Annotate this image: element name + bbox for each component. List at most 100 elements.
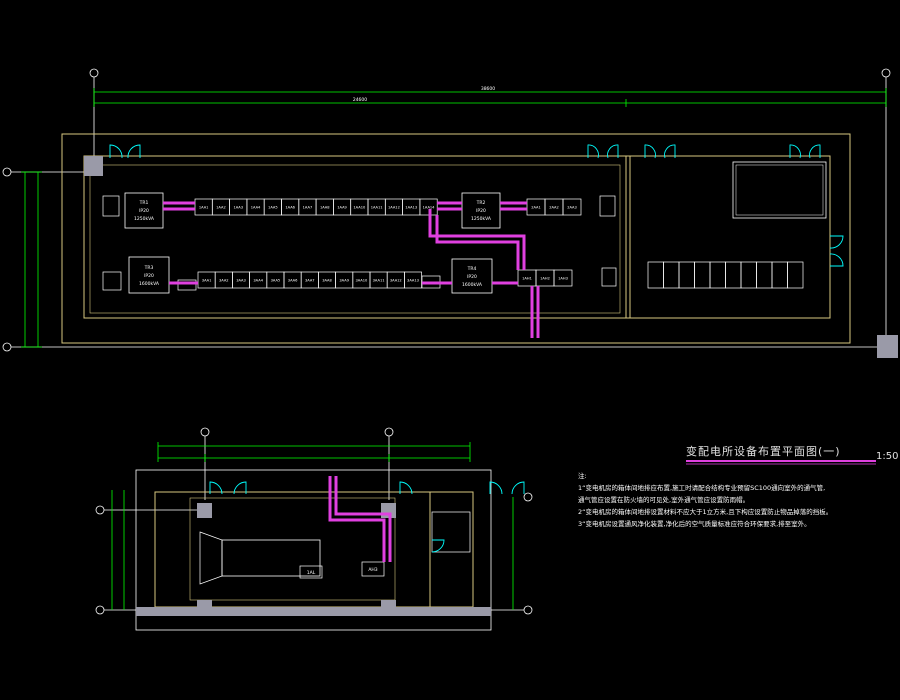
switchgear-panel-label: 3AA12 <box>390 279 402 283</box>
switchgear-panel-label: 3AA4 <box>253 279 263 283</box>
switchgear-panel-label: 3AA10 <box>355 279 368 283</box>
drawing-title: 变配电所设备布置平面图(一) <box>686 445 841 458</box>
cable-trench <box>89 164 621 314</box>
title-underline <box>686 460 876 465</box>
switchgear-panel <box>725 261 742 289</box>
switchgear-panel-label: 1AA7 <box>303 206 313 210</box>
switchgear-panel-label: 1AA8 <box>320 206 330 210</box>
switchgear-panel <box>678 261 695 289</box>
switchgear-panel-label: 1AA4 <box>251 206 261 210</box>
switchgear-row-upper-right: 2AA1 2AA2 2AA3 <box>526 198 582 216</box>
panel-ah3 <box>361 561 385 577</box>
axis-markers-top <box>89 68 891 335</box>
inner-wall <box>83 155 831 319</box>
column <box>197 600 212 614</box>
transformer-ip: IP20 <box>144 273 154 279</box>
busway <box>163 201 540 338</box>
note-item: 通气管应设置在防火墙的可见处,室外通气管应设置防雨帽。 <box>578 496 750 504</box>
column <box>84 156 103 176</box>
stair-room <box>431 511 471 553</box>
busway-2 <box>328 476 392 562</box>
overall-dimension: 38600 <box>481 86 495 92</box>
transformer-tr1: TR1 IP20 1250kVA <box>124 192 164 229</box>
switchgear-row-right-room <box>647 261 804 289</box>
sub-dimension: 24600 <box>353 97 367 103</box>
door <box>209 481 525 553</box>
switchgear-panel-label: 3AA1 <box>202 279 212 283</box>
small-room-inner <box>735 164 824 216</box>
transformer-box <box>221 539 321 577</box>
column <box>381 600 396 614</box>
switchgear-panel <box>647 261 664 289</box>
transformer-tr4: TR4 IP20 1600kVA <box>451 258 493 294</box>
switchgear-panel <box>709 261 726 289</box>
switchgear-panel-label: 3AA3 <box>236 279 246 283</box>
substation-plan-1: 38600 24600 <box>2 68 898 358</box>
switchgear-panel <box>562 198 582 216</box>
dimension-lines-top <box>93 88 887 107</box>
transformer-capacity: 1600kVA <box>139 281 160 287</box>
transformer-ip: IP20 <box>139 208 149 214</box>
switchgear-panel-label: 3AA11 <box>373 279 385 283</box>
switchgear-panel <box>694 261 711 289</box>
transformer-ip: IP20 <box>476 208 486 214</box>
switchgear-panel-label: 3AA8 <box>322 279 332 283</box>
transformer-capacity: 1600kVA <box>462 282 483 288</box>
switchgear-panel-label: 1AH2 <box>540 277 550 281</box>
note-item: 1“变电机房的箱体间地排应布置,施工时请配合结构专业预留SC100通向室外的通气… <box>578 484 826 492</box>
transformer-ip: IP20 <box>467 274 477 280</box>
switchgear-panel-label: 1AH1 <box>522 277 532 281</box>
switchgear-panel <box>404 271 422 289</box>
dimension-lines-left <box>21 171 42 348</box>
notes-heading: 注: <box>578 472 587 480</box>
switchgear-panel <box>553 269 573 287</box>
switchgear-panel-label: 1AA3 <box>233 206 243 210</box>
transformer-name: TR1 <box>139 200 149 206</box>
door <box>109 144 844 267</box>
switchgear-panel <box>771 261 788 289</box>
drawing-scale: 1:50 <box>876 451 899 462</box>
switchgear-panel <box>787 261 804 289</box>
outer-wall-2 <box>135 469 492 631</box>
transformer-capacity: 1250kVA <box>134 216 155 222</box>
dimension-lines-2 <box>111 442 514 610</box>
switchgear-panel-label: 1AA12 <box>388 206 400 210</box>
panel-label: 1AL <box>307 570 316 576</box>
substation-plan-2: 1AL AH3 <box>95 427 533 631</box>
transformer-trapezoid <box>199 531 223 585</box>
switchgear-panel-label: 3AA5 <box>271 279 281 283</box>
switchgear-panel-label: 2AA2 <box>549 206 559 210</box>
column <box>197 503 212 518</box>
outer-wall <box>61 133 851 344</box>
switchgear-panel-label: 3AA2 <box>219 279 229 283</box>
switchgear-panel-label: 3AA6 <box>288 279 298 283</box>
switchgear-panel-label: 3AA9 <box>339 279 349 283</box>
note-item: 2“变电机房的箱体间地排设置材料不应大于1立方米,且下构应设置防止物品掉落的挡板… <box>578 508 833 516</box>
switchgear-panel <box>756 261 773 289</box>
notes-block: 注: 1“变电机房的箱体间地排应布置,施工时请配合结构专业预留SC100通向室外… <box>578 470 898 530</box>
note-item: 3“变电机房设置通风净化装置,净化后的空气质量标准应符合环保要求,排至室外。 <box>578 520 811 528</box>
switchgear-panel-label: 2AA1 <box>531 206 541 210</box>
axis-markers-2 <box>95 427 533 615</box>
transformer-name: TR2 <box>476 200 486 206</box>
switchgear-panel-label: 1AA5 <box>268 206 278 210</box>
floor-slab <box>136 607 491 616</box>
switchgear-panel-label: 2AA3 <box>567 206 577 210</box>
panel-1al <box>299 565 323 579</box>
transformer-name: TR3 <box>144 265 154 271</box>
transformer-tr3: TR3 IP20 1600kVA <box>128 256 170 294</box>
switchgear-panel-label: 1AA1 <box>199 206 209 210</box>
axis-markers-left <box>2 167 880 352</box>
column <box>877 335 898 358</box>
switchgear-panel-label: 1AA9 <box>337 206 347 210</box>
switchgear-panel-label: 1AA2 <box>216 206 226 210</box>
switchgear-panel-label: 1AH3 <box>558 277 568 281</box>
switchgear-panel-label: 1AA11 <box>371 206 383 210</box>
switchgear-panel <box>663 261 680 289</box>
switchgear-panel-label: 1AA10 <box>353 206 366 210</box>
transformer-tr2: TR2 IP20 1250kVA <box>461 192 501 229</box>
transformer-capacity: 1250kVA <box>471 216 492 222</box>
